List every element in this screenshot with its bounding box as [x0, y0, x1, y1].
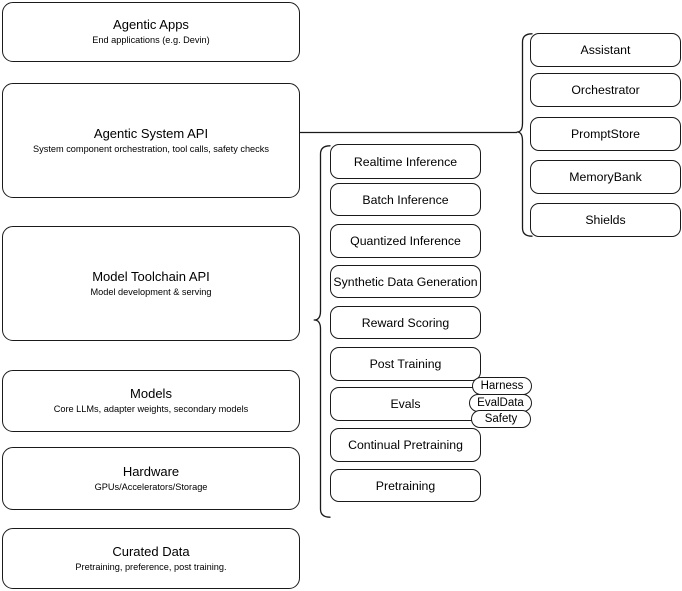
layer-title: Hardware [122, 463, 180, 479]
stack-layer-hardware[interactable]: Hardware GPUs/Accelerators/Storage [2, 447, 300, 510]
item-label: Synthetic Data Generation [333, 274, 478, 289]
system-item-shields[interactable]: Shields [530, 203, 681, 237]
item-label: PromptStore [570, 127, 641, 141]
stack-layer-model-toolchain-api[interactable]: Model Toolchain API Model development & … [2, 226, 300, 341]
item-label: Shields [585, 213, 626, 227]
item-label: Assistant [580, 43, 631, 57]
stack-layer-curated-data[interactable]: Curated Data Pretraining, preference, po… [2, 528, 300, 589]
item-label: Post Training [369, 357, 442, 371]
system-item-orchestrator[interactable]: Orchestrator [530, 73, 681, 107]
item-label: MemoryBank [569, 170, 642, 184]
evals-pill-safety[interactable]: Safety [471, 410, 531, 428]
curly-brace-toolchain-group [313, 145, 331, 518]
system-item-promptstore[interactable]: PromptStore [530, 117, 681, 151]
pill-label: EvalData [477, 397, 524, 409]
toolchain-item-batch-inference[interactable]: Batch Inference [330, 183, 481, 216]
layer-subtitle: End applications (e.g. Devin) [92, 35, 210, 45]
stack-layer-agentic-system-api[interactable]: Agentic System API System component orch… [2, 83, 300, 198]
layer-title: Curated Data [112, 543, 190, 559]
layer-title: Agentic System API [93, 125, 209, 141]
layer-title: Models [130, 386, 172, 401]
item-label: Quantized Inference [350, 234, 461, 248]
pill-label: Harness [480, 380, 524, 392]
layer-title: Agentic Apps [113, 17, 189, 32]
item-label: Continual Pretraining [348, 438, 463, 452]
toolchain-item-synthetic-data-generation[interactable]: Synthetic Data Generation [330, 265, 481, 298]
toolchain-item-post-training[interactable]: Post Training [330, 347, 481, 381]
toolchain-item-continual-pretraining[interactable]: Continual Pretraining [330, 428, 481, 462]
layer-title: Model Toolchain API [92, 268, 210, 284]
item-label: Orchestrator [571, 83, 640, 97]
system-item-assistant[interactable]: Assistant [530, 33, 681, 67]
toolchain-item-realtime-inference[interactable]: Realtime Inference [330, 144, 481, 179]
toolchain-item-evals[interactable]: Evals [330, 387, 481, 421]
system-item-memorybank[interactable]: MemoryBank [530, 160, 681, 194]
pill-label: Safety [484, 413, 518, 425]
evals-pill-harness[interactable]: Harness [472, 377, 532, 395]
item-label: Pretraining [375, 478, 436, 493]
toolchain-item-quantized-inference[interactable]: Quantized Inference [330, 224, 481, 258]
item-label: Batch Inference [362, 192, 449, 207]
layer-subtitle: Core LLMs, adapter weights, secondary mo… [53, 404, 249, 414]
toolchain-item-pretraining[interactable]: Pretraining [330, 469, 481, 502]
layer-subtitle: System component orchestration, tool cal… [33, 143, 269, 154]
layer-subtitle: Pretraining, preference, post training. [75, 561, 227, 572]
connector-line-system-group [300, 131, 517, 134]
item-label: Evals [390, 397, 421, 411]
item-label: Realtime Inference [353, 154, 458, 169]
stack-layer-models[interactable]: Models Core LLMs, adapter weights, secon… [2, 370, 300, 432]
item-label: Reward Scoring [361, 315, 450, 330]
layer-subtitle: Model development & serving [90, 286, 212, 297]
stack-layer-agentic-apps[interactable]: Agentic Apps End applications (e.g. Devi… [2, 2, 300, 62]
toolchain-item-reward-scoring[interactable]: Reward Scoring [330, 306, 481, 339]
layer-subtitle: GPUs/Accelerators/Storage [94, 481, 208, 492]
